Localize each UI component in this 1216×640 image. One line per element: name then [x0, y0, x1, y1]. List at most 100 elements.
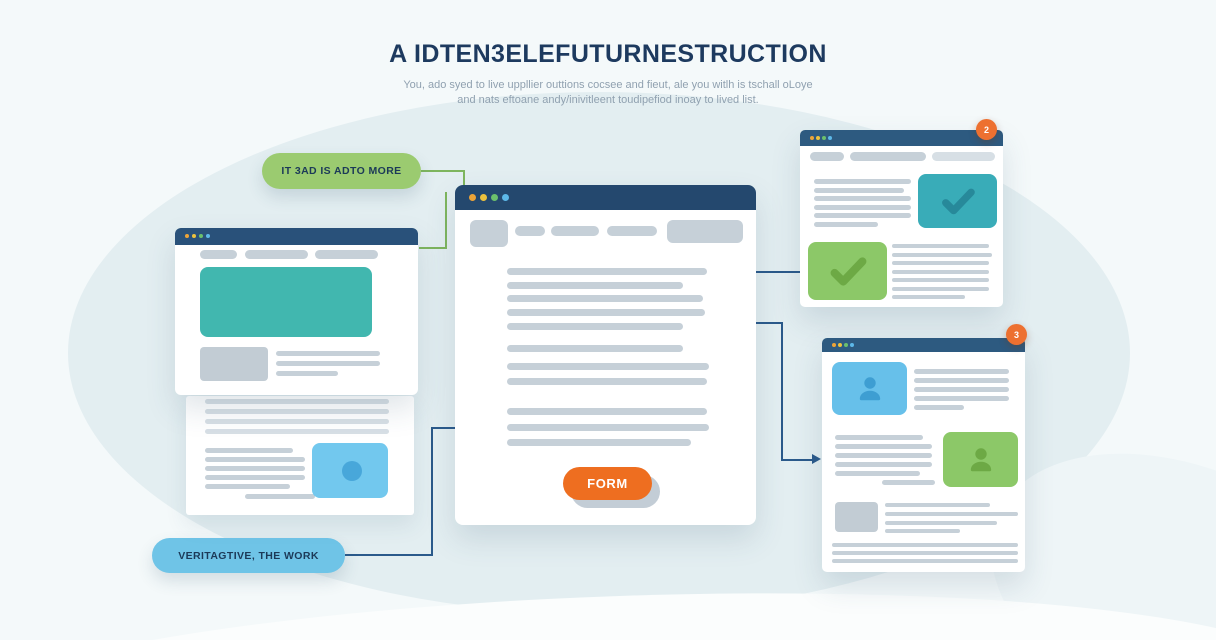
- profile-card-blue: [832, 362, 907, 415]
- thumb-card-gray: [835, 502, 878, 532]
- check-card-green: [808, 242, 887, 300]
- central-browser-window: FORM: [455, 185, 756, 525]
- text-line: [205, 475, 305, 480]
- text-line: [276, 351, 380, 356]
- person-icon: [859, 376, 880, 400]
- nav-pill[interactable]: [551, 226, 599, 236]
- window-dot-icon: [192, 234, 196, 238]
- text-line: [205, 466, 305, 471]
- text-line: [814, 179, 911, 184]
- nav-pill: [932, 152, 995, 161]
- callout-blue: VERITAGTIVE, THE WORK: [152, 538, 345, 573]
- step-badge: 3: [1006, 324, 1027, 345]
- text-line: [832, 551, 1018, 555]
- text-line: [205, 429, 389, 434]
- text-line: [205, 484, 290, 489]
- text-line: [507, 345, 683, 352]
- page-subtitle-line2: and nats eftoane andy/inivitleent toudip…: [457, 94, 759, 106]
- checkmark-icon: [941, 188, 975, 215]
- text-line: [507, 323, 683, 330]
- text-line: [892, 278, 989, 282]
- text-line: [507, 408, 707, 415]
- text-line: [882, 480, 935, 485]
- window-dot-icon: [502, 194, 509, 201]
- blue-callout-connector-v: [431, 427, 433, 556]
- window-dot-icon: [491, 194, 498, 201]
- green-connector-v2: [445, 192, 447, 249]
- window-dot-icon: [199, 234, 203, 238]
- text-line: [507, 378, 707, 385]
- window-dot-icon: [816, 136, 820, 140]
- green-connector-v1: [463, 170, 465, 196]
- text-line: [814, 213, 911, 218]
- form-button[interactable]: FORM: [563, 467, 652, 500]
- nav-pill[interactable]: [515, 226, 545, 236]
- callout-blue-label: VERITAGTIVE, THE WORK: [178, 549, 319, 562]
- center-to-bottomright-h1: [754, 322, 783, 324]
- bottom-right-window-titlebar: [822, 338, 1025, 352]
- text-line: [835, 462, 932, 467]
- hero-card-teal: [200, 267, 372, 337]
- top-right-browser-window: 2: [800, 119, 1003, 307]
- text-line: [507, 282, 683, 289]
- text-line: [914, 396, 1009, 401]
- step-badge: 2: [976, 119, 997, 140]
- text-line: [892, 295, 965, 299]
- page-subtitle-line1: You, ado syed to live uppllier outtions …: [403, 79, 813, 91]
- callout-green-label: IT 3AD IS ADTO MORE: [281, 165, 402, 177]
- window-dot-icon: [838, 343, 842, 347]
- window-dot-icon: [469, 194, 476, 201]
- step-badge-number: 2: [983, 124, 989, 135]
- text-line: [832, 559, 1018, 563]
- text-line: [914, 387, 1009, 392]
- center-to-bottomright-h2: [781, 459, 814, 461]
- text-line: [507, 424, 709, 431]
- nav-pill: [315, 250, 378, 259]
- green-connector-h1: [421, 170, 465, 172]
- text-line: [885, 512, 1018, 516]
- window-dot-icon: [822, 136, 826, 140]
- text-line: [885, 521, 997, 525]
- checkmark-icon: [830, 257, 866, 286]
- text-line: [835, 444, 932, 449]
- window-dot-icon: [832, 343, 836, 347]
- person-card-green: [943, 432, 1018, 487]
- top-right-window-titlebar: [800, 130, 1003, 146]
- callout-green: IT 3AD IS ADTO MORE: [262, 153, 421, 189]
- arrow-line-right-to-center: [752, 271, 812, 273]
- left-browser-window: [175, 228, 418, 395]
- blue-callout-connector-h1: [345, 554, 433, 556]
- text-line: [914, 405, 964, 410]
- text-line: [892, 261, 989, 265]
- nav-button-placeholder[interactable]: [667, 220, 743, 243]
- text-line: [835, 453, 932, 458]
- text-line: [814, 222, 878, 227]
- text-line: [885, 503, 990, 507]
- window-dot-icon: [844, 343, 848, 347]
- text-line: [814, 196, 911, 201]
- window-dot-icon: [810, 136, 814, 140]
- text-line: [205, 399, 389, 404]
- window-dot-icon: [185, 234, 189, 238]
- window-dot-icon: [480, 194, 487, 201]
- step-badge-number: 3: [1013, 329, 1019, 340]
- logo-placeholder: [470, 220, 508, 247]
- page-title: A IDTEN3ELEFUTURNESTRUCTION: [389, 40, 827, 68]
- text-line: [835, 435, 923, 440]
- text-line: [507, 363, 709, 370]
- text-line: [276, 371, 338, 376]
- circle-image-icon: [342, 461, 362, 481]
- text-line: [507, 295, 703, 302]
- arrowhead-right-icon: [812, 454, 821, 464]
- nav-pill: [200, 250, 237, 259]
- nav-pill: [810, 152, 844, 161]
- text-line: [507, 309, 705, 316]
- blue-callout-connector-h2: [431, 427, 457, 429]
- window-dot-icon: [828, 136, 832, 140]
- text-line: [814, 188, 904, 193]
- person-icon: [970, 447, 991, 471]
- thumb-card-gray: [200, 347, 268, 381]
- nav-pill[interactable]: [607, 226, 657, 236]
- form-button-label: FORM: [587, 476, 628, 491]
